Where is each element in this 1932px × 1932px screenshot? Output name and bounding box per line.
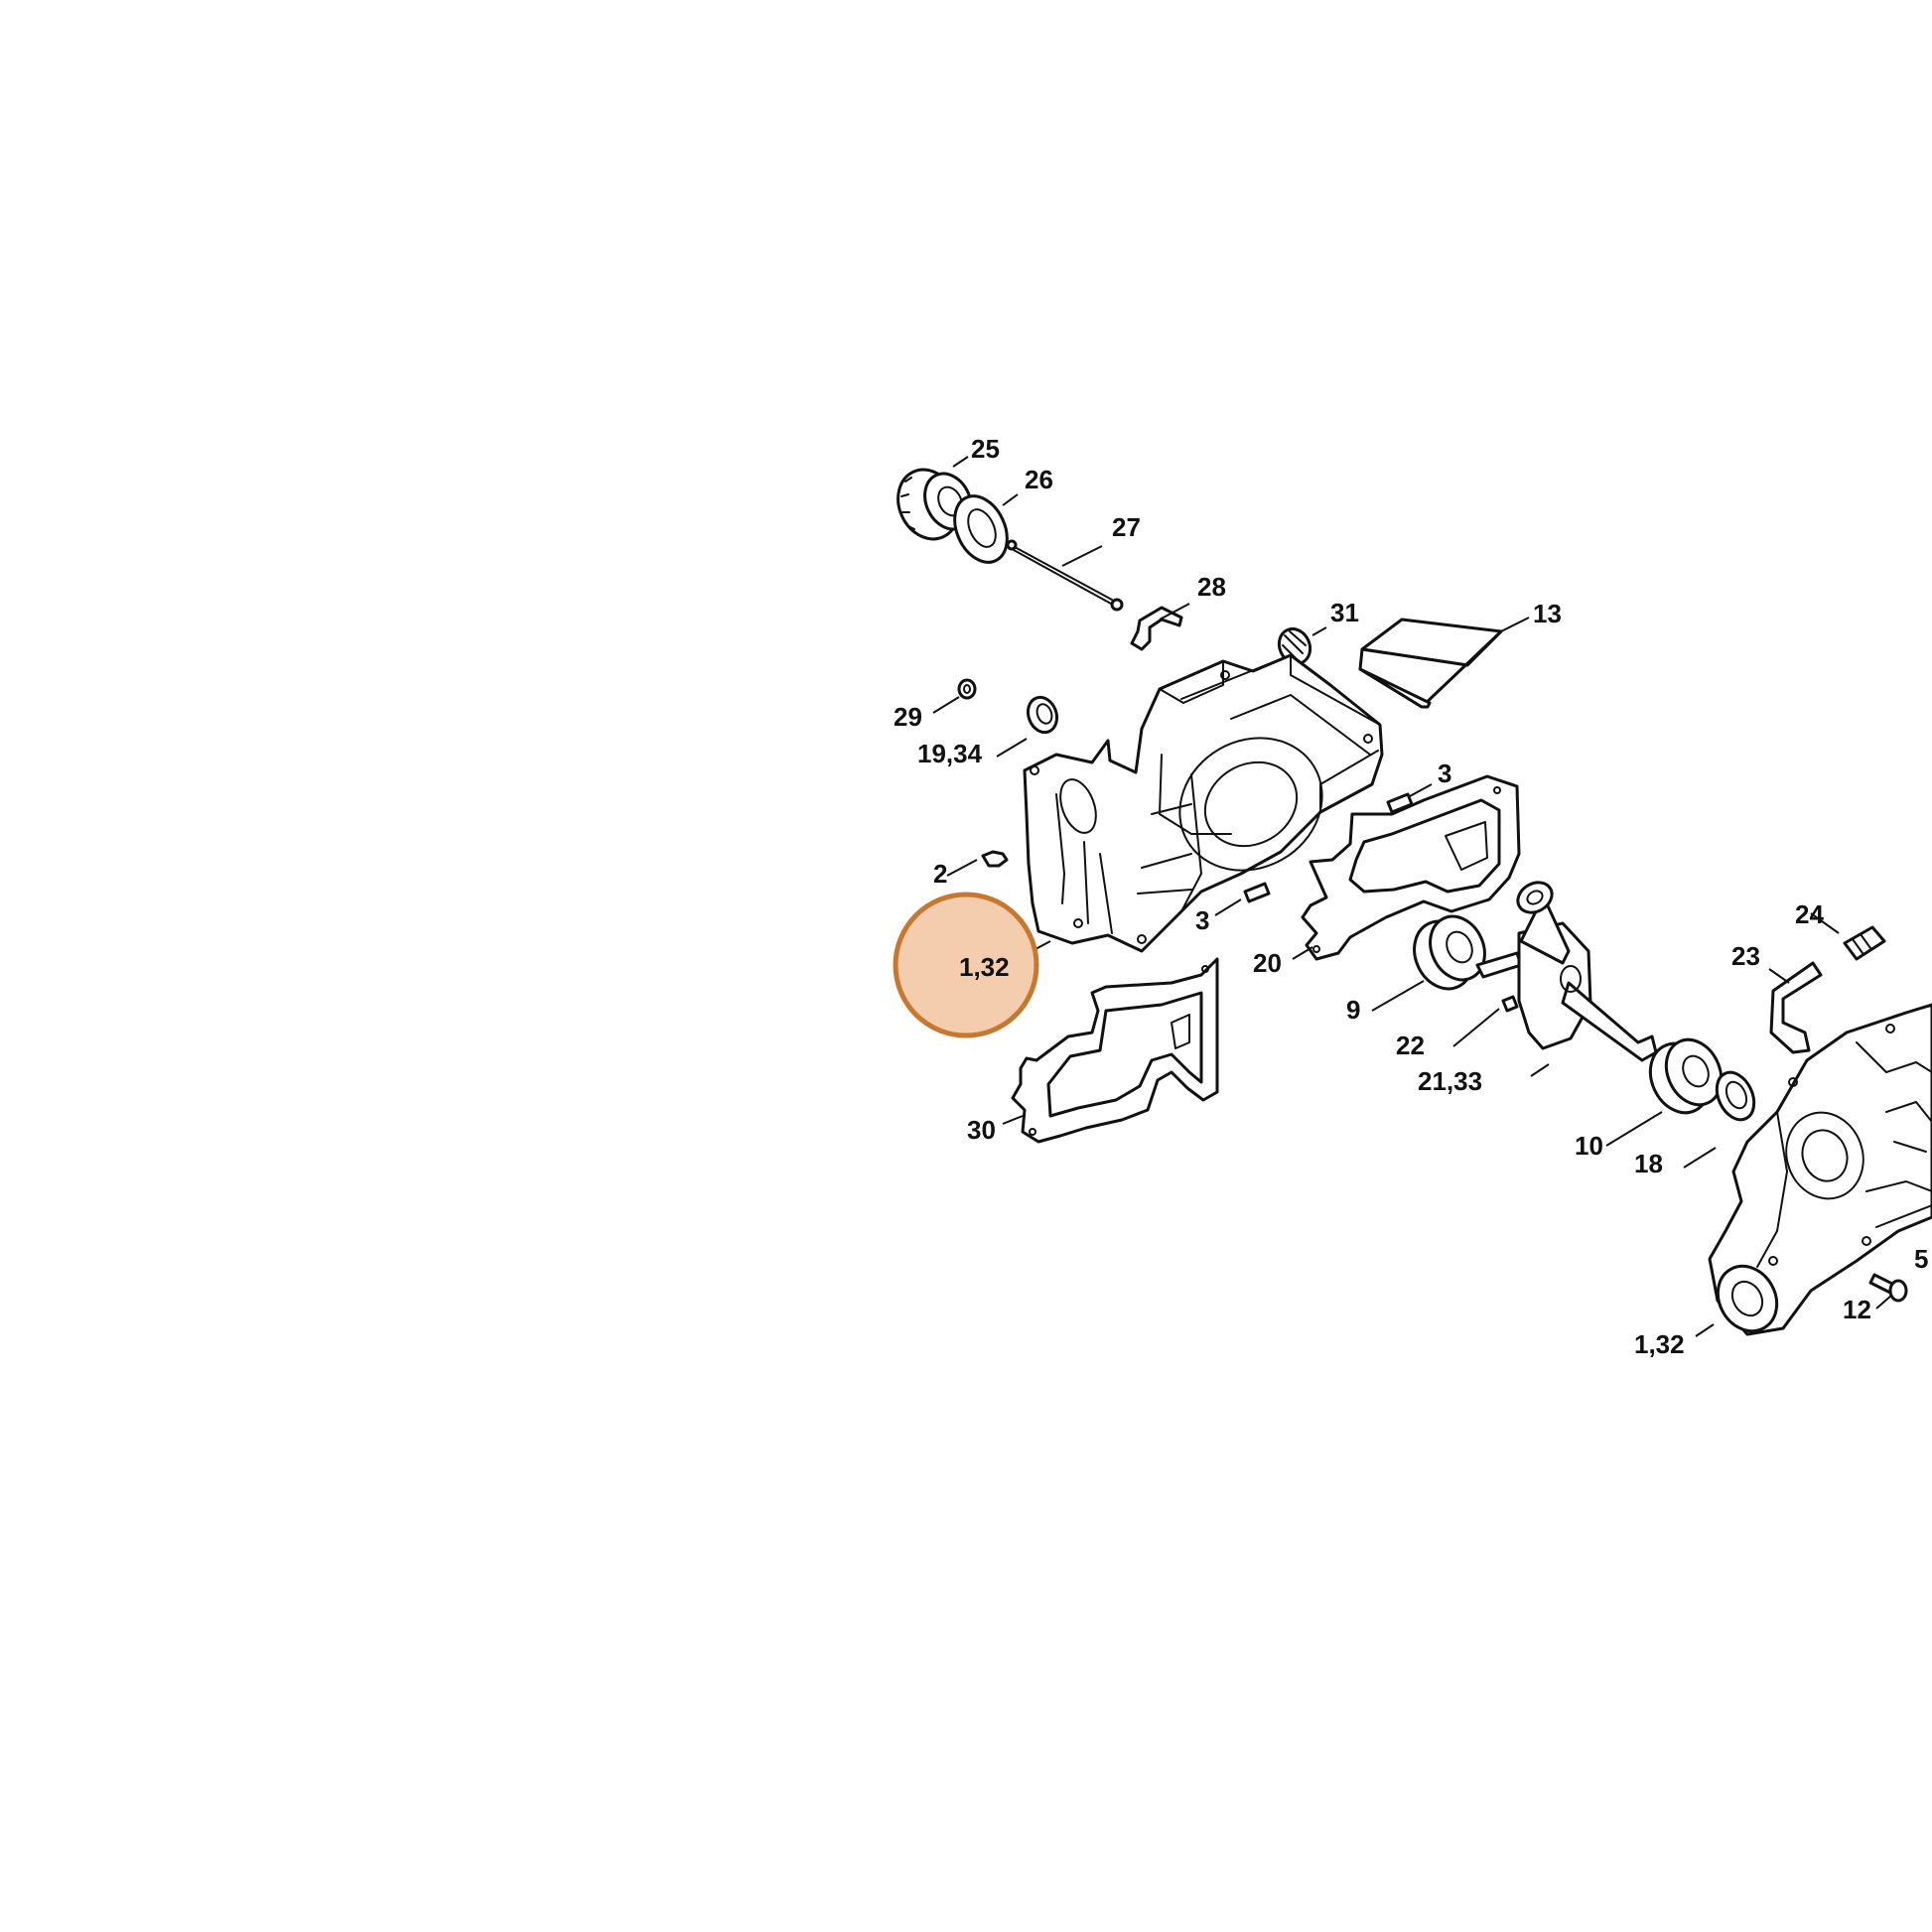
callout-28[interactable]: 28 [1197, 572, 1226, 602]
callout-24[interactable]: 24 [1795, 899, 1824, 929]
part-crankcase-right-half[interactable] [1707, 1003, 1932, 1341]
part-23-bolt[interactable] [1769, 961, 1823, 1054]
callout-19-34[interactable]: 19,34 [917, 739, 983, 768]
callout-5[interactable]: 5 [1914, 1244, 1928, 1274]
part-2-screw-plug[interactable] [981, 850, 1009, 868]
callout-31[interactable]: 31 [1330, 598, 1359, 627]
callout-21-33[interactable]: 21,33 [1418, 1066, 1482, 1096]
part-19-34-seal[interactable] [1024, 693, 1062, 736]
part-30-gasket[interactable] [1011, 957, 1219, 1144]
highlight-label: 1,32 [959, 952, 1010, 982]
callout-26[interactable]: 26 [1025, 465, 1053, 494]
part-27-wire-rod[interactable] [1006, 539, 1124, 612]
callout-25[interactable]: 25 [971, 434, 1000, 464]
callout-3a[interactable]: 3 [1438, 759, 1451, 788]
part-18-seal[interactable] [1710, 1066, 1761, 1126]
part-22-key[interactable] [1501, 995, 1519, 1013]
callout-1-32b[interactable]: 1,32 [1634, 1329, 1685, 1359]
part-crankshaft[interactable] [1475, 877, 1658, 1062]
part-24-sleeve[interactable] [1843, 925, 1886, 961]
part-10-bearing[interactable] [1639, 1031, 1731, 1122]
part-9-bearing[interactable] [1404, 907, 1495, 998]
callout-labels: 25 26 27 28 31 13 29 19,34 3 2 3 24 23 2… [894, 434, 1928, 1359]
highlight-marker[interactable]: 1,32 [893, 892, 1039, 1038]
callout-27[interactable]: 27 [1112, 512, 1141, 542]
callout-29[interactable]: 29 [894, 702, 922, 732]
callout-3b[interactable]: 3 [1195, 905, 1209, 935]
callout-23[interactable]: 23 [1731, 941, 1760, 971]
part-crankcase-left-half[interactable] [1023, 653, 1384, 953]
callout-20[interactable]: 20 [1253, 948, 1282, 978]
callout-30[interactable]: 30 [967, 1115, 996, 1145]
part-26-washer[interactable] [944, 487, 1017, 571]
callout-13[interactable]: 13 [1533, 599, 1562, 628]
callout-18[interactable]: 18 [1634, 1149, 1663, 1178]
callout-22[interactable]: 22 [1396, 1031, 1425, 1060]
part-12-screw[interactable] [1868, 1273, 1908, 1303]
callout-9[interactable]: 9 [1346, 995, 1360, 1025]
part-20-gasket[interactable] [1301, 774, 1521, 961]
callout-10[interactable]: 10 [1575, 1131, 1603, 1161]
part-28-hook[interactable] [1130, 606, 1183, 651]
part-3-pin-lower[interactable] [1243, 882, 1271, 903]
part-29-nut[interactable] [957, 678, 977, 700]
part-13-plate[interactable] [1358, 618, 1503, 709]
callout-2[interactable]: 2 [933, 859, 947, 889]
callout-12[interactable]: 12 [1843, 1295, 1871, 1324]
